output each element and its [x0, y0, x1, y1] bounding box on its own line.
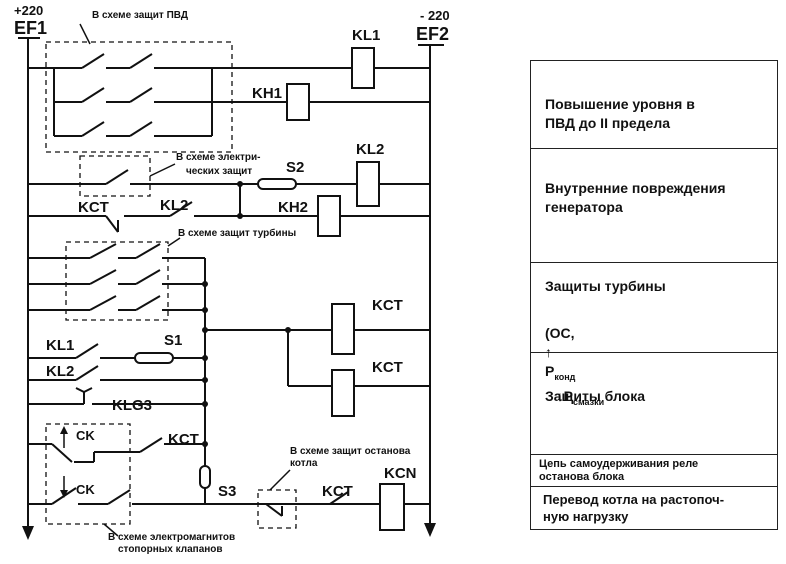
label-klg3: KLG3 — [112, 397, 152, 414]
kct-coils: KCT KCT — [205, 297, 430, 417]
relay-circuit-diagram: +220 EF1 - 220 EF2 В схеме защит ПВД — [14, 3, 450, 555]
label-s1: S1 — [164, 332, 182, 349]
legend-row-pvd: Повышение уровня в ПВД до II предела — [531, 61, 777, 149]
note-electrical-1: В схеме электри- — [176, 152, 260, 163]
label-kct-contact-2: KCT — [168, 431, 199, 448]
bus-right-voltage: - 220 — [420, 8, 450, 23]
note-boiler-2: котла — [290, 458, 318, 469]
down-arrow-icon: ↓ — [556, 387, 564, 404]
note-boiler-1: В схеме защит останова — [290, 446, 411, 457]
legend-p1-sub: конд — [554, 371, 576, 382]
label-kl2-contact-2: KL2 — [46, 363, 74, 380]
legend-turbine-prefix: (ОС, — [545, 325, 575, 341]
note-electrical-2: ческих защит — [186, 166, 252, 177]
legend-row-generator: Внутренние повреждения генератора — [531, 149, 777, 263]
row-klg3: KLG3 — [28, 387, 205, 414]
up-arrow-icon: ↑ — [545, 344, 552, 360]
label-kl1-coil: KL1 — [352, 27, 380, 44]
legend-table: Повышение уровня в ПВД до II предела Вну… — [530, 60, 778, 530]
note-turbine: В схеме защит турбины — [178, 227, 296, 239]
label-kl2-coil: KL2 — [356, 141, 384, 158]
legend-row-turbine: Защиты турбины (ОС, ↑ Pконд ↓Pсмазки — [531, 263, 777, 407]
row-boiler: В схеме защит останова котла KCT KCN — [257, 446, 417, 531]
bus-left-voltage: +220 — [14, 3, 43, 18]
legend-turbine-params: (ОС, ↑ Pконд ↓Pсмазки — [545, 305, 767, 412]
label-kh1: KH1 — [252, 85, 282, 102]
label-ck-up: CK — [76, 428, 95, 443]
note-valves-1: В схеме электромагнитов — [108, 532, 235, 543]
legend-text-turbine: Защиты турбины — [545, 278, 666, 294]
label-kct-coil-2: KCT — [372, 359, 403, 376]
label-kl2-contact: KL2 — [160, 197, 188, 214]
legend-row-block: Защиты блока — [531, 353, 777, 455]
right-bus — [418, 44, 444, 537]
row-electrical: В схеме электри- ческих защит S2 KL2 KH2… — [28, 141, 430, 237]
label-kct-contact-3: KCT — [322, 483, 353, 500]
left-bus — [18, 37, 40, 540]
label-kl1-contact: KL1 — [46, 337, 74, 354]
label-kct-coil-1: KCT — [372, 297, 403, 314]
legend-row-boiler: Перевод котла на растопоч- ную нагрузку — [531, 487, 777, 531]
note-valves-2: стопорных клапанов — [118, 544, 223, 555]
label-kcn: KCN — [384, 465, 417, 482]
label-s3: S3 — [218, 483, 236, 500]
legend-text-generator: Внутренние повреждения генератора — [545, 180, 726, 215]
row-turbine: В схеме защит турбины — [28, 227, 296, 321]
legend-text-self-hold: Цепь самоудерживания реле останова блока — [539, 458, 699, 483]
bus-left-name: EF1 — [14, 18, 47, 38]
label-ck-down: CK — [76, 482, 95, 497]
label-s2: S2 — [286, 159, 304, 176]
row-pvd: В схеме защит ПВД KL1 KH1 — [28, 10, 430, 153]
legend-text-boiler: Перевод котла на растопоч- ную нагрузку — [543, 492, 725, 524]
label-kh2: KH2 — [278, 199, 308, 216]
legend-text-block: Защиты блока — [545, 388, 646, 404]
legend-p1: P — [545, 363, 555, 379]
note-pvd: В схеме защит ПВД — [92, 10, 188, 21]
label-kct-contact: KCT — [78, 199, 109, 216]
row-kl1-s1: KL1 S1 — [28, 332, 205, 364]
collector-line: S3 — [199, 258, 236, 504]
bus-right-name: EF2 — [416, 24, 449, 44]
legend-p2-sub: смазки — [573, 396, 605, 407]
row-kl2: KL2 — [28, 363, 205, 381]
legend-text-pvd: Повышение уровня в ПВД до II предела — [545, 96, 695, 131]
legend-p2: P — [563, 387, 574, 404]
legend-row-self-hold: Цепь самоудерживания реле останова блока — [531, 455, 777, 487]
